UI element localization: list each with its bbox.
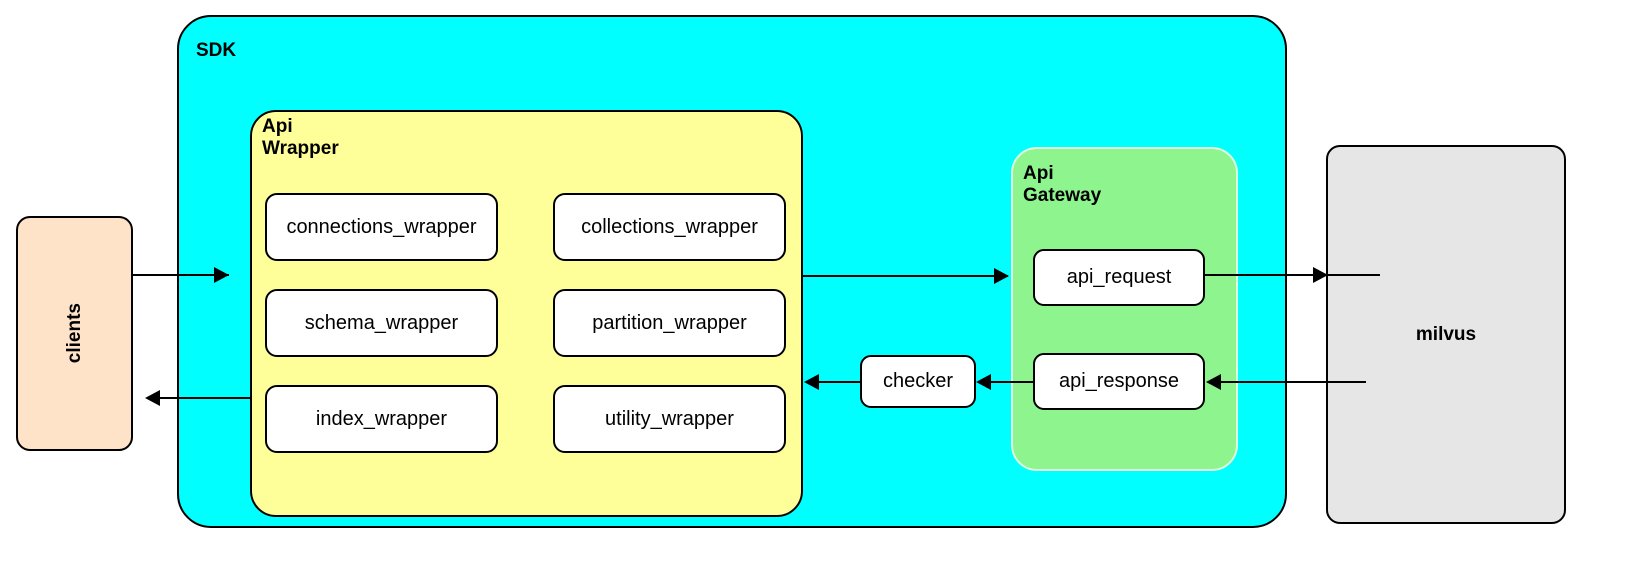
endpoint-milvus[interactable]: milvus <box>1326 145 1566 524</box>
node-label: schema_wrapper <box>304 311 459 334</box>
endpoint-milvus-label: milvus <box>1415 323 1477 345</box>
endpoint-clients-label: clients <box>63 303 85 364</box>
edge-wrapper-to-clients-arrowhead <box>145 390 160 406</box>
node-schema-wrapper[interactable]: schema_wrapper <box>265 289 498 357</box>
node-label: checker <box>882 370 954 392</box>
node-index-wrapper[interactable]: index_wrapper <box>265 385 498 453</box>
node-checker[interactable]: checker <box>860 355 976 408</box>
node-api-request[interactable]: api_request <box>1033 249 1205 306</box>
node-utility-wrapper[interactable]: utility_wrapper <box>553 385 786 453</box>
node-label: api_response <box>1058 370 1180 392</box>
endpoint-clients[interactable]: clients <box>16 216 133 451</box>
node-api-response[interactable]: api_response <box>1033 353 1205 410</box>
node-label: utility_wrapper <box>605 407 734 430</box>
node-label: connections_wrapper <box>286 215 477 238</box>
node-collections-wrapper[interactable]: collections_wrapper <box>553 193 786 261</box>
node-label: index_wrapper <box>315 407 448 430</box>
node-label: api_request <box>1066 266 1172 288</box>
node-connections-wrapper[interactable]: connections_wrapper <box>265 193 498 261</box>
container-api-gateway[interactable] <box>1011 147 1238 471</box>
node-partition-wrapper[interactable]: partition_wrapper <box>553 289 786 357</box>
node-label: partition_wrapper <box>592 311 747 334</box>
node-label: collections_wrapper <box>581 215 758 238</box>
